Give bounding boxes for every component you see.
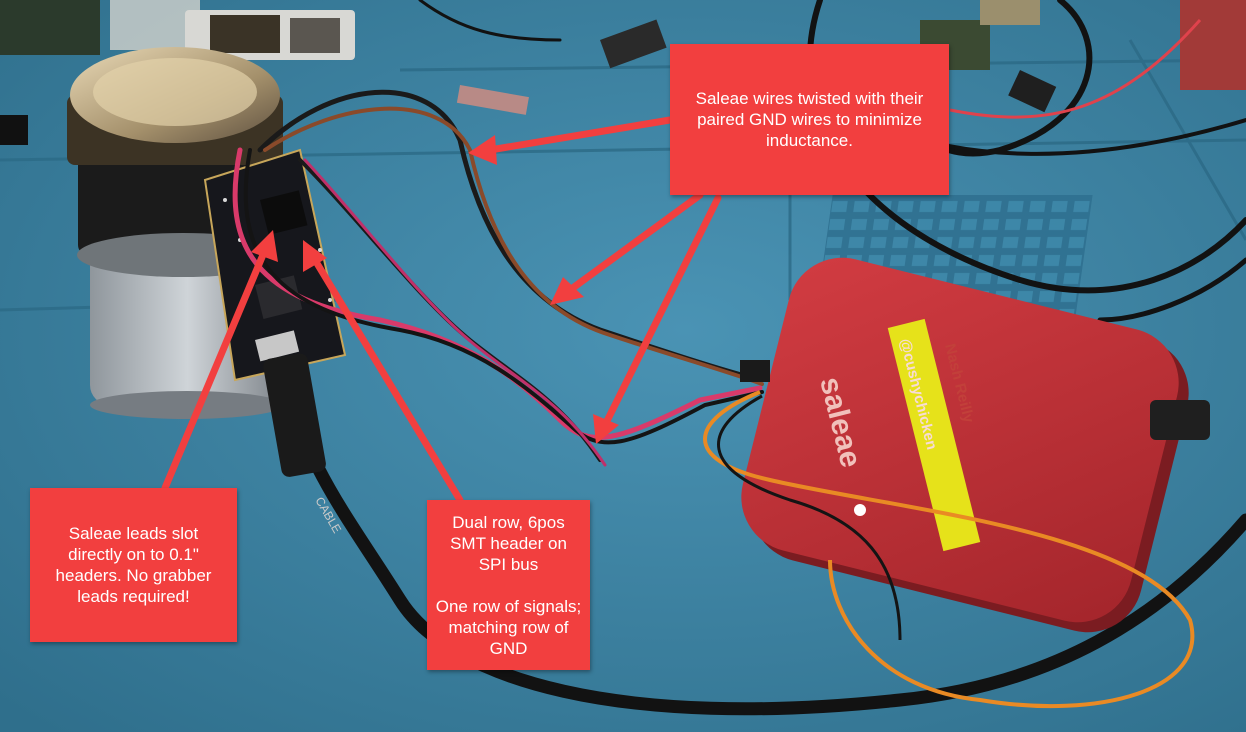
twisted-wires [232, 89, 764, 467]
name-sticker [887, 318, 981, 552]
black-wire [717, 394, 902, 641]
callout-leads-slot-text: Saleae leads slot directly on to 0.1" he… [55, 524, 212, 606]
callout-header-text: Dual row, 6pos SMT header on SPI bus One… [435, 512, 582, 658]
callout-arrows [161, 116, 722, 504]
callout-twisted-wires: Saleae wires twisted with their paired G… [670, 44, 949, 195]
thin-red-wire [949, 19, 1202, 119]
usb-cable [263, 353, 1246, 716]
saleae-device [740, 257, 1210, 633]
callout-leads-slot: Saleae leads slot directly on to 0.1" he… [30, 488, 237, 642]
status-led [854, 504, 866, 516]
pcb-board [203, 148, 347, 382]
top-clutter [0, 0, 1246, 145]
callout-twisted-wires-text: Saleae wires twisted with their paired G… [695, 89, 924, 150]
callout-header: Dual row, 6pos SMT header on SPI bus One… [427, 500, 590, 670]
